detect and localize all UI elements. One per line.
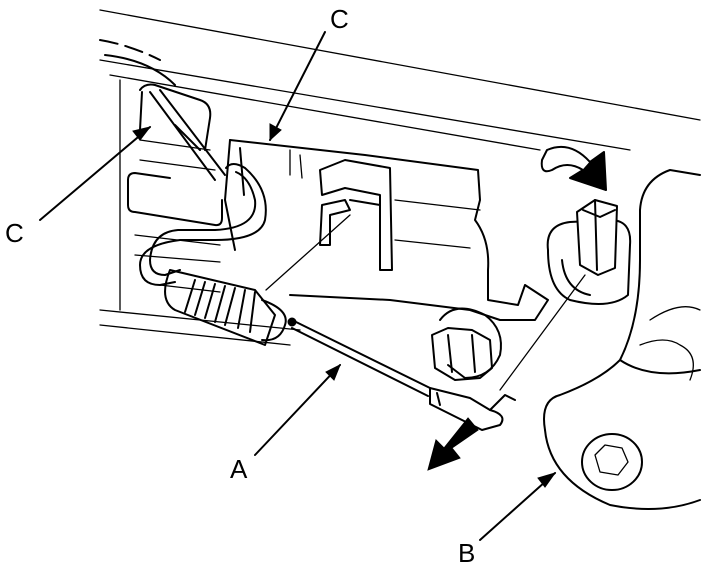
callout-label-c-left: C (5, 218, 24, 248)
leader-lines (39, 31, 586, 541)
mount-bracket (543, 169, 701, 510)
callout-label-a: A (230, 454, 248, 484)
cable-clamp-upper-left (139, 83, 226, 181)
switch-cable (291, 319, 516, 431)
switch-bracket (224, 139, 549, 321)
callout-label-b: B (458, 538, 475, 568)
rotate-arrow-icon (540, 146, 607, 191)
mounting-bolt (431, 307, 502, 381)
parking-brake-switch (546, 199, 632, 305)
callout-label-c-top: C (330, 4, 349, 34)
wire-harness (139, 163, 267, 286)
pull-direction-arrow-icon (427, 417, 479, 471)
harness-connector (164, 269, 297, 346)
